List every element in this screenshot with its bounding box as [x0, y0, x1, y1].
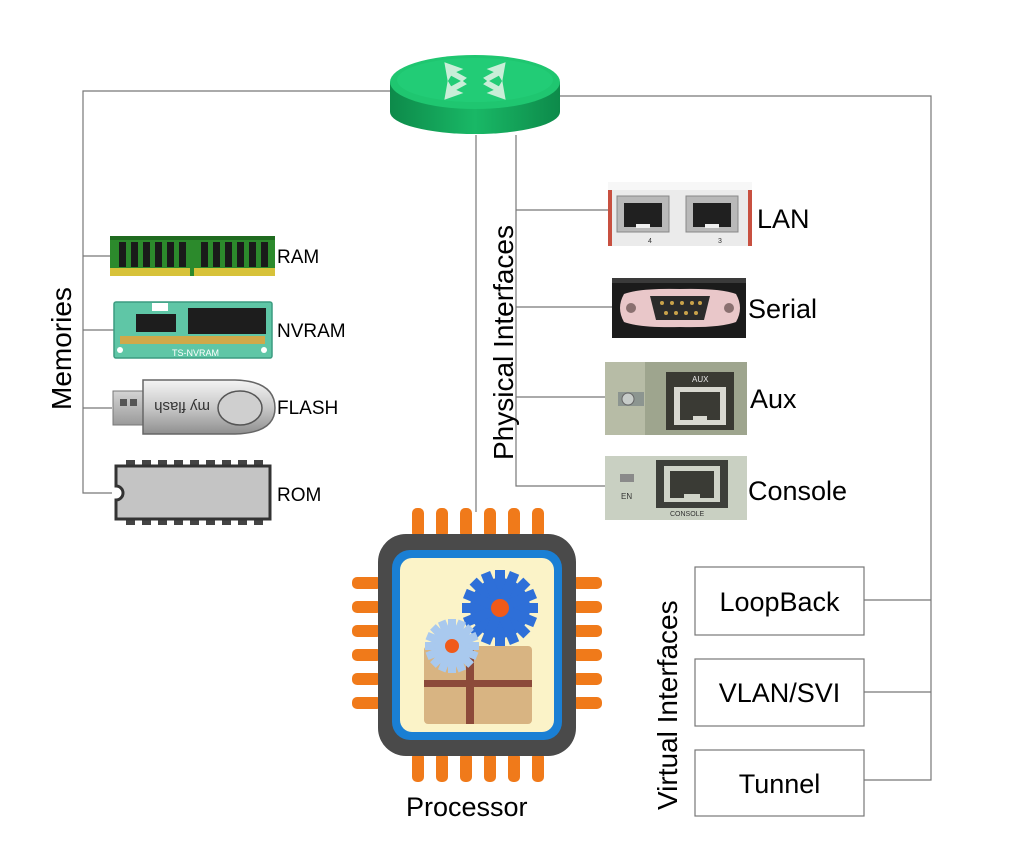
memories-group-label: Memories: [46, 287, 77, 410]
processor-chip-icon: [352, 508, 602, 782]
ram-module-icon: [110, 236, 275, 276]
serial-port-icon: [612, 278, 746, 338]
flash-stick-text: my flash: [154, 398, 210, 415]
vlan-svi-box: [694, 658, 865, 727]
ram-label: RAM: [277, 247, 319, 268]
router-icon: [390, 55, 560, 134]
loopback-label: LoopBack: [719, 587, 840, 617]
tunnel-label: Tunnel: [739, 769, 821, 799]
aux-port-text: AUX: [692, 375, 709, 384]
loopback-box: [694, 566, 865, 636]
tunnel-box: [694, 749, 865, 817]
connection-lines: [82, 90, 932, 781]
ethernet-ports-icon: 4 3: [608, 182, 752, 246]
console-led-text: EN: [621, 492, 632, 501]
usb-flash-drive-icon: my flash: [112, 379, 276, 435]
lan-port-4-text: 4: [648, 238, 652, 245]
processor-label: Processor: [406, 792, 528, 822]
nvram-module-icon: TS-NVRAM: [113, 301, 273, 359]
serial-label: Serial: [748, 294, 817, 324]
nvram-label: NVRAM: [277, 321, 346, 342]
physical-interfaces-group-label: Physical Interfaces: [488, 225, 519, 460]
console-port-text: CONSOLE: [670, 511, 705, 518]
vlan-svi-label: VLAN/SVI: [719, 678, 841, 708]
virtual-interfaces-group-label: Virtual Interfaces: [652, 600, 683, 810]
lan-label: LAN: [757, 204, 810, 234]
aux-port-icon: AUX: [605, 362, 747, 435]
aux-label: Aux: [750, 384, 797, 414]
flash-label: FLASH: [277, 398, 338, 419]
lan-port-3-text: 3: [718, 238, 722, 245]
console-port-icon: EN CONSOLE: [605, 456, 747, 520]
rom-label: ROM: [277, 485, 321, 506]
console-label: Console: [748, 476, 847, 506]
rom-chip-icon: [114, 460, 272, 525]
nvram-chip-text: TS-NVRAM: [172, 348, 219, 358]
